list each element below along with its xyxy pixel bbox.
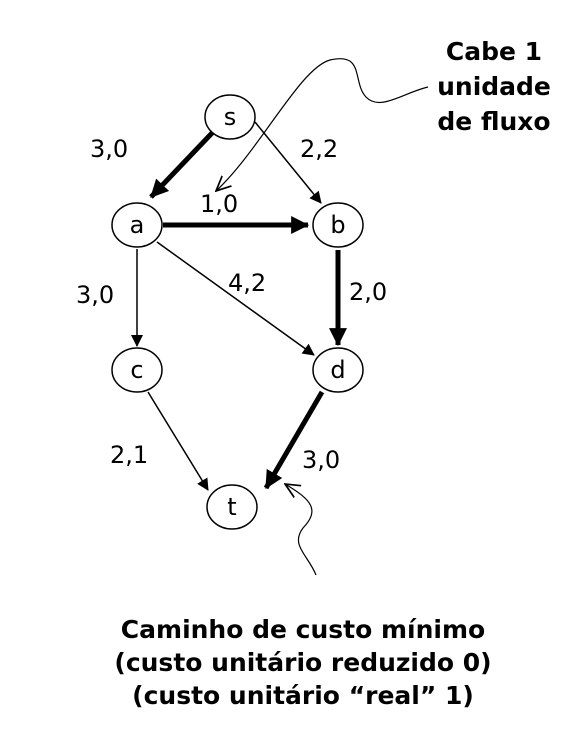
node-a: a (111, 202, 163, 248)
edge-label-b-d: 2,0 (349, 278, 387, 306)
edge-label-a-d: 4,2 (228, 269, 266, 297)
edge-a-d (156, 241, 315, 356)
node-t-label: t (227, 493, 236, 521)
edge-label-d-t: 3,0 (302, 446, 340, 474)
node-a-label: a (130, 211, 145, 239)
node-d-label: d (330, 356, 345, 384)
node-c: c (111, 347, 163, 393)
edge-label-a-b: 1,0 (200, 190, 238, 218)
caption-line-2: (custo unitário reduzido 0) (114, 648, 491, 677)
edge-label-c-t: 2,1 (110, 441, 148, 469)
node-s: s (204, 94, 256, 140)
edge-label-a-c: 3,0 (76, 281, 114, 309)
edge-d-t (263, 390, 325, 490)
annotation-pointer-bottom (285, 484, 317, 576)
node-c-label: c (130, 356, 143, 384)
caption-line-3: (custo unitário “real” 1) (132, 681, 474, 710)
node-d: d (312, 347, 364, 393)
edge-label-s-b: 2,2 (300, 135, 338, 163)
node-t: t (206, 484, 258, 530)
annotation-line-3: de fluxo (437, 107, 550, 136)
annotation-line-2: unidade (437, 72, 551, 101)
node-b: b (312, 202, 364, 248)
edge-c-t (147, 391, 209, 491)
edge-label-s-a: 3,0 (90, 135, 128, 163)
edge-s-b (254, 121, 322, 204)
annotation-pointer-top (216, 58, 429, 191)
caption-line-1: Caminho de custo mínimo (121, 615, 485, 644)
node-s-label: s (224, 103, 237, 131)
edge-s-a (149, 130, 215, 199)
annotation-line-1: Cabe 1 (446, 37, 542, 66)
node-b-label: b (330, 211, 345, 239)
